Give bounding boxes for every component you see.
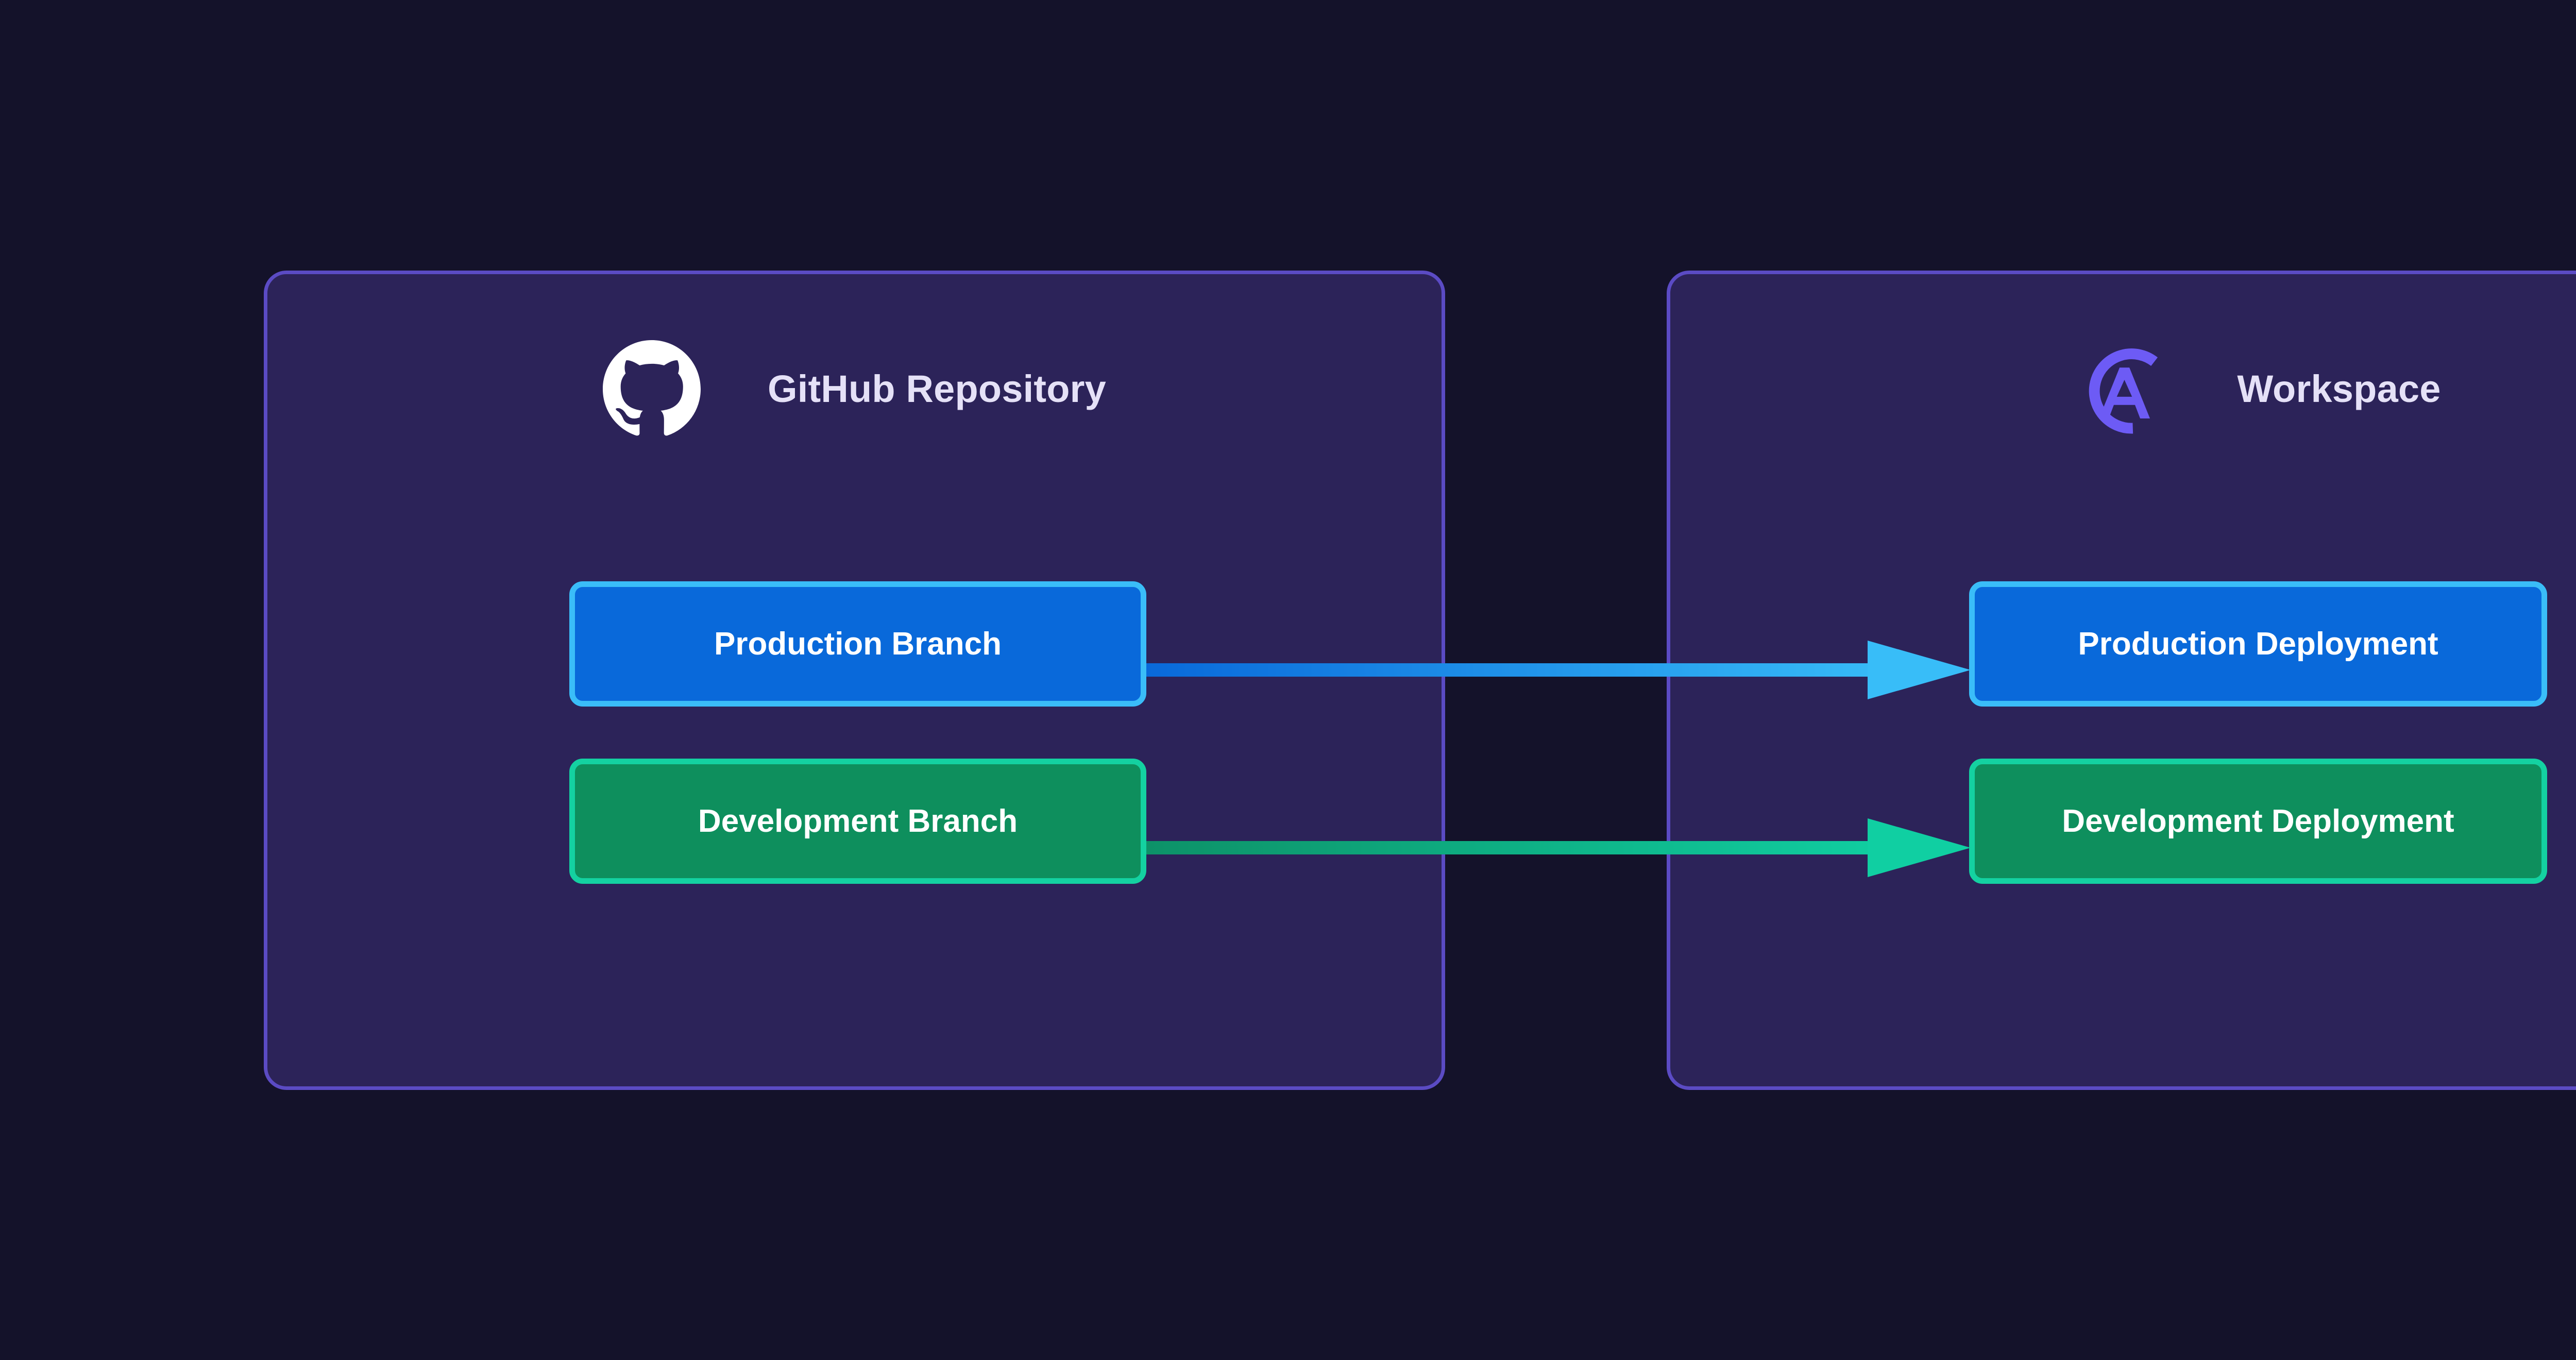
- panel-title-workspace: Workspace: [2237, 367, 2441, 410]
- github-octocat-icon: [602, 340, 701, 438]
- panel-title-github-repository: GitHub Repository: [767, 367, 1107, 410]
- node-label: Production Deployment: [2078, 626, 2438, 662]
- appwrite-a-arc-icon: [2072, 340, 2170, 438]
- panel-header-github-repository: GitHub Repository: [267, 335, 1442, 443]
- node-label: Development Deployment: [2062, 803, 2454, 839]
- node-production-branch[interactable]: Production Branch: [569, 581, 1146, 707]
- panel-header-workspace: Workspace: [1670, 335, 2576, 443]
- connector-line: [1146, 663, 1901, 677]
- connector-development-branch-to-development-deployment: [1146, 804, 1971, 892]
- node-development-branch[interactable]: Development Branch: [569, 759, 1146, 884]
- node-production-deployment[interactable]: Production Deployment: [1969, 581, 2547, 707]
- node-label: Production Branch: [714, 626, 1002, 662]
- connector-production-branch-to-production-deployment: [1146, 626, 1971, 714]
- arrowhead-right-icon: [1868, 818, 1971, 877]
- node-development-deployment[interactable]: Development Deployment: [1969, 759, 2547, 884]
- node-label: Development Branch: [698, 803, 1018, 839]
- arrowhead-right-icon: [1868, 641, 1971, 699]
- connector-line: [1146, 841, 1901, 854]
